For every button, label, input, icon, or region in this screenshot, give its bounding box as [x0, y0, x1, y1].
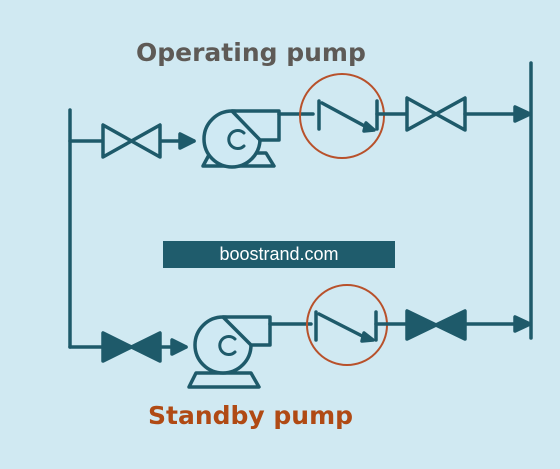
gate-valve-icon — [101, 123, 162, 159]
centrifugal-pump-icon — [201, 109, 281, 169]
gate-valve-icon — [405, 309, 467, 341]
flow-arrow-icon — [513, 105, 532, 123]
flow-arrow-icon — [178, 132, 196, 150]
operating-pump-label: Operating pump — [136, 38, 366, 67]
check-valve-icon — [317, 99, 379, 133]
gate-valve-icon — [101, 331, 162, 363]
standby-pump-label: Standby pump — [148, 401, 354, 430]
watermark-banner: boostrand.com — [163, 241, 395, 268]
centrifugal-pump-icon — [187, 315, 272, 389]
flow-arrow-icon — [170, 338, 188, 356]
check-valve-highlight-circle — [299, 73, 385, 159]
gate-valve-icon — [405, 96, 467, 132]
check-valve-icon — [314, 310, 378, 343]
flow-arrow-icon — [513, 315, 532, 333]
